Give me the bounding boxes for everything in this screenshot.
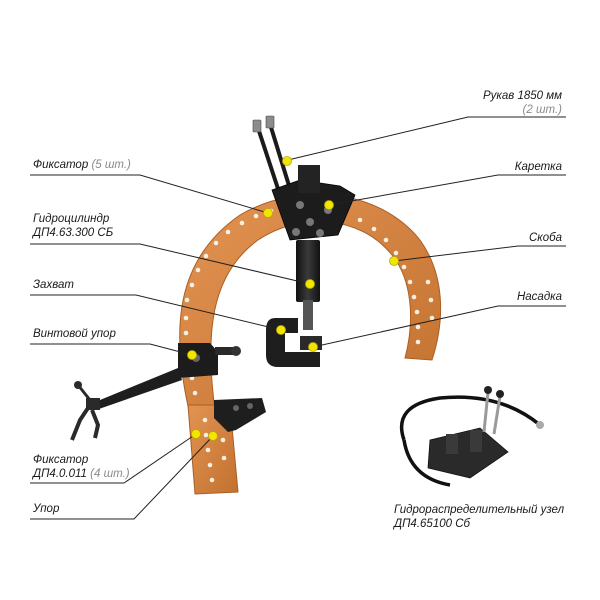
label-screw-stop: Винтовой упор — [33, 327, 116, 341]
screw-stop-part — [178, 343, 241, 378]
leader-hose — [287, 116, 566, 161]
leader-nozzle — [312, 305, 566, 348]
label-fixator2-line1: Фиксатор — [33, 454, 89, 466]
marker-grip — [276, 325, 286, 335]
label-nozzle: Насадка — [517, 290, 562, 304]
marker-fixator — [263, 208, 273, 218]
valve-unit — [399, 386, 544, 487]
leader-lines — [30, 116, 566, 520]
label-fixator-name: Фиксатор — [33, 159, 89, 171]
leader-fixator2 — [30, 433, 197, 484]
label-cylinder-line2: ДП4.63.300 СБ — [33, 227, 114, 239]
label-grip: Захват — [33, 278, 74, 292]
label-stop-name: Упор — [33, 503, 60, 515]
label-hose: Рукав 1850 мм (2 шт.) — [483, 89, 562, 117]
label-bracket-name: Скоба — [529, 232, 562, 244]
marker-fixator2 — [191, 429, 201, 439]
marker-screw-stop — [187, 350, 197, 360]
leader-screw-stop — [30, 343, 193, 356]
leader-stop — [30, 435, 214, 520]
label-grip-name: Захват — [33, 279, 74, 291]
label-valve-line1: Гидрораспределительный узел — [394, 504, 565, 516]
label-screw-stop-name: Винтовой упор — [33, 328, 116, 340]
label-hose-qty: (2 шт.) — [522, 104, 562, 116]
label-nozzle-name: Насадка — [516, 291, 562, 303]
label-stop: Упор — [33, 502, 59, 516]
marker-carriage — [324, 200, 334, 210]
markers — [187, 156, 399, 441]
label-fixator2-line2: ДП4.0.011 — [33, 468, 87, 480]
hose-fittings — [252, 115, 275, 133]
label-valve: Гидрораспределительный узел ДП4.65100 Сб — [394, 503, 564, 531]
marker-bracket — [389, 256, 399, 266]
label-carriage-name: Каретка — [514, 161, 562, 173]
label-fixator2-qty: (4 шт.) — [90, 468, 130, 480]
label-fixator2: Фиксатор ДП4.0.011 (4 шт.) — [33, 453, 130, 481]
marker-nozzle — [308, 342, 318, 352]
label-hose-name: Рукав 1850 мм — [483, 90, 562, 102]
marker-hose — [282, 156, 292, 166]
label-fixator-qty: (5 шт.) — [91, 159, 131, 171]
label-cylinder: Гидроцилиндр ДП4.63.300 СБ — [33, 212, 113, 240]
label-cylinder-line1: Гидроцилиндр — [33, 213, 110, 225]
label-fixator: Фиксатор (5 шт.) — [33, 158, 131, 172]
leader-carriage — [328, 174, 566, 206]
marker-stop — [208, 431, 218, 441]
leader-fixator — [30, 174, 269, 214]
leader-grip — [30, 294, 282, 331]
lever-handle — [70, 368, 182, 441]
leader-cylinder — [30, 243, 311, 285]
leader-bracket — [393, 245, 566, 262]
lower-fixator-part — [214, 398, 266, 432]
label-bracket: Скоба — [529, 231, 562, 245]
carriage — [271, 165, 356, 241]
marker-cylinder — [305, 279, 315, 289]
label-carriage: Каретка — [515, 160, 562, 174]
label-valve-line2: ДП4.65100 Сб — [394, 518, 470, 530]
